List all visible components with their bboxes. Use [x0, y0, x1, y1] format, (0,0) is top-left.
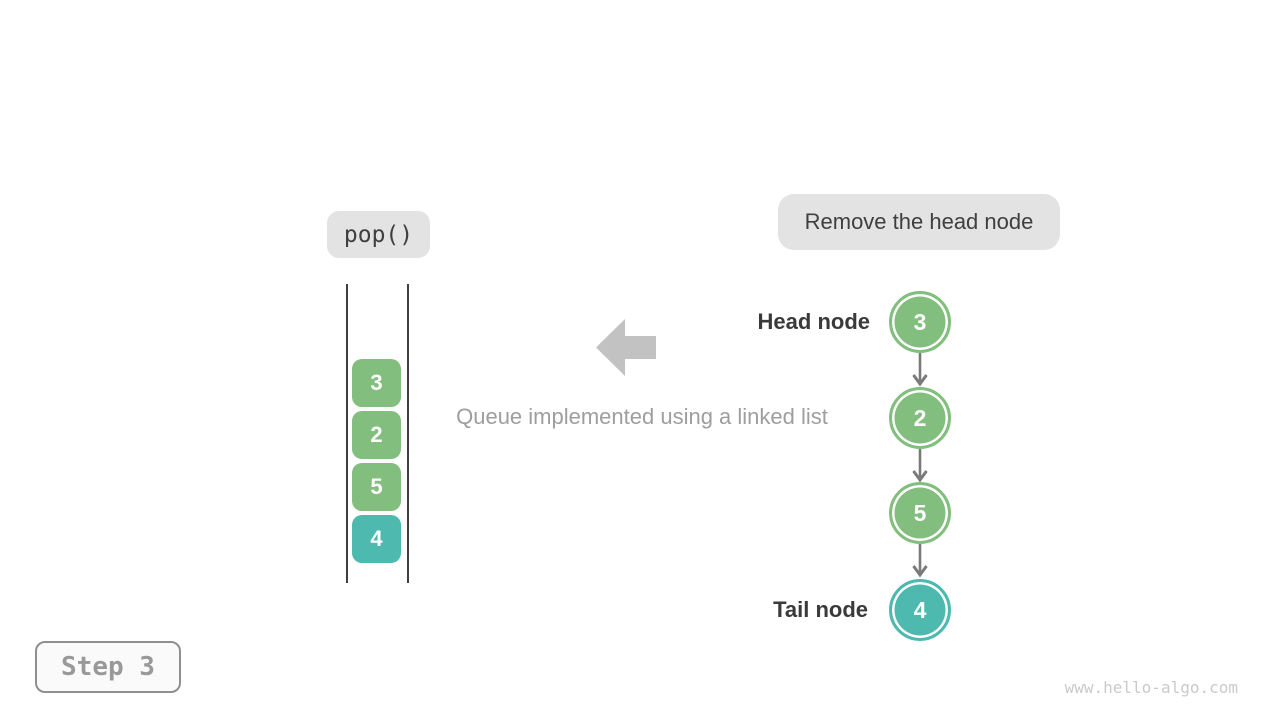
tail-node-label: Tail node [773, 597, 868, 622]
diagram-caption: Queue implemented using a linked list [456, 404, 828, 429]
site-watermark: www.hello-algo.com [1064, 678, 1238, 697]
annotation-label: Remove the head node [804, 209, 1034, 234]
queue-item: 5 [352, 463, 401, 511]
annotation-badge: Remove the head node [778, 194, 1060, 250]
linked-list-node: 4 [889, 579, 951, 641]
queue-item-value: 4 [370, 526, 383, 551]
node-value: 5 [913, 499, 927, 526]
linked-list-node: 5 [889, 482, 951, 544]
linked-list-node: 3 [889, 291, 951, 353]
pop-operation-badge: pop() [327, 211, 430, 258]
queue-right-wall [407, 284, 409, 583]
node-value: 2 [913, 404, 927, 431]
step-badge: Step 3 [35, 641, 181, 693]
pop-operation-label: pop() [343, 221, 414, 248]
queue-item: 2 [352, 411, 401, 459]
queue-item: 4 [352, 515, 401, 563]
node-value: 4 [913, 596, 927, 623]
down-arrow-icon [912, 448, 928, 483]
node-value: 3 [913, 308, 927, 335]
queue-left-wall [346, 284, 348, 583]
down-arrow-icon [912, 543, 928, 578]
step-label: Step 3 [61, 652, 155, 682]
head-node-label: Head node [757, 309, 870, 334]
left-block-arrow-icon [596, 319, 656, 376]
queue-item-value: 3 [370, 370, 383, 395]
linked-list-node: 2 [889, 387, 951, 449]
down-arrow-icon [912, 352, 928, 387]
queue-item-value: 5 [370, 474, 383, 499]
queue-item-value: 2 [370, 422, 383, 447]
queue-item: 3 [352, 359, 401, 407]
